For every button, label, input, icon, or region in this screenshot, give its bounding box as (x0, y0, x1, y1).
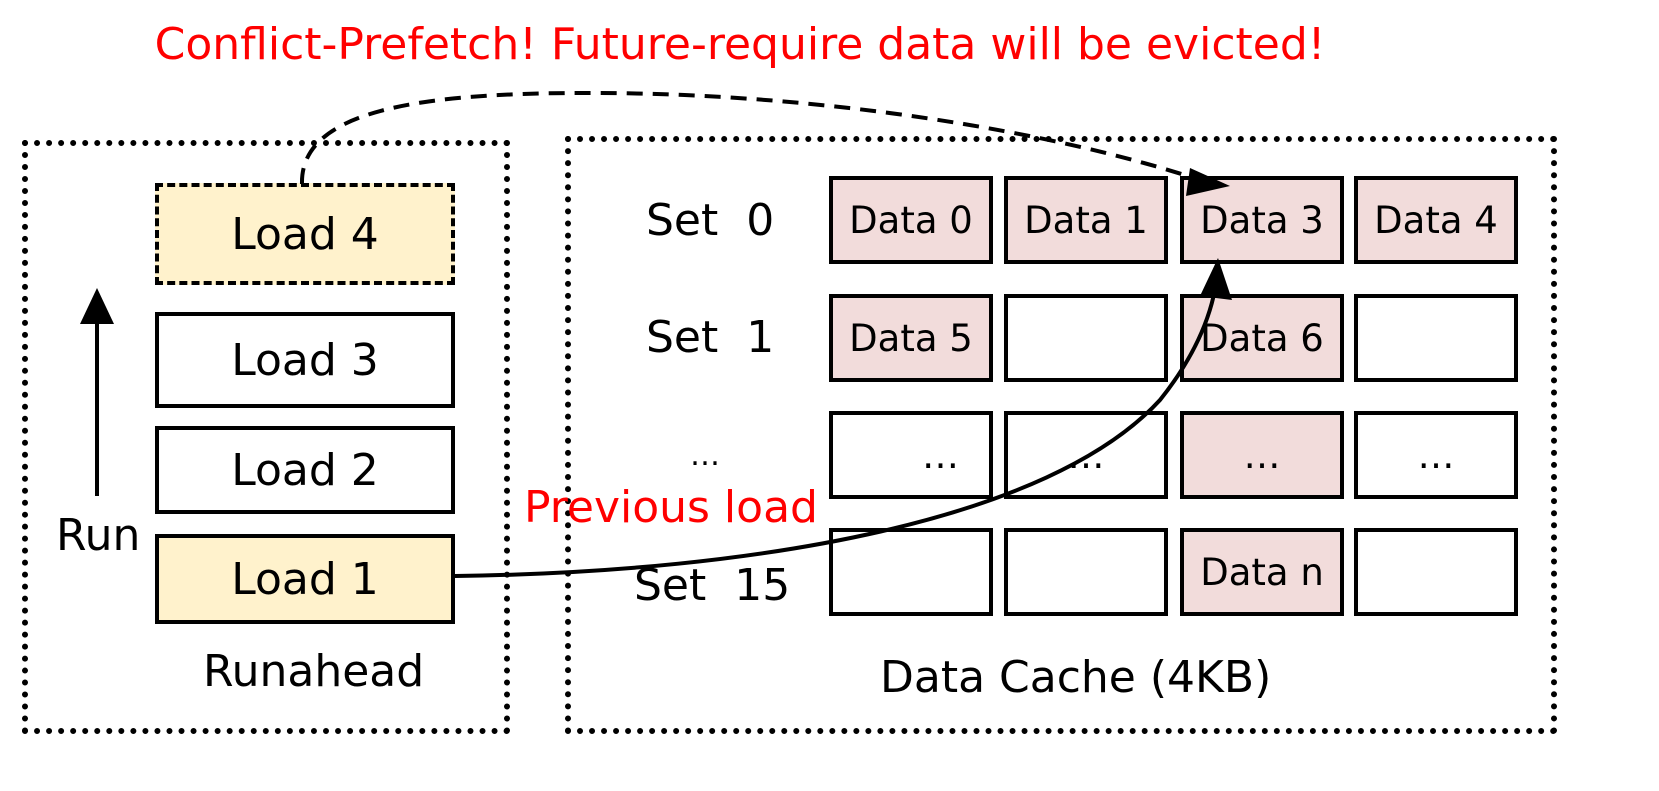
cache-cell-text: Data 4 (1374, 198, 1498, 242)
runahead-region (22, 140, 510, 734)
cache-cell-text: Data 5 (849, 316, 973, 360)
load-1-box: Load 1 (155, 534, 455, 624)
cache-cell-set1-way0: Data 5 (829, 294, 993, 382)
cache-cell-set15-way0 (829, 528, 993, 616)
cache-cell-text: Data 1 (1024, 198, 1148, 242)
load-1-label: Load 1 (231, 553, 379, 605)
cache-cell-set15-way2: Data n (1180, 528, 1344, 616)
load-3-box: Load 3 (155, 312, 455, 408)
cache-cell-text: … (922, 433, 959, 477)
cache-cell-set15-way1 (1004, 528, 1168, 616)
load-2-box: Load 2 (155, 426, 455, 514)
data-cache-region (565, 136, 1557, 734)
load-4-label: Load 4 (231, 208, 379, 260)
conflict-prefetch-arrow-head (1186, 168, 1230, 196)
cache-cell-set2-way2: … (1180, 411, 1344, 499)
cache-cell-set2-way0: … (829, 411, 993, 499)
cache-cell-set2-way3: … (1354, 411, 1518, 499)
runahead-label: Runahead (203, 646, 425, 697)
load-3-label: Load 3 (231, 334, 379, 386)
cache-cell-text: Data n (1200, 550, 1324, 594)
run-label: Run (56, 510, 141, 561)
load-4-box: Load 4 (155, 183, 455, 285)
cache-cell-set0-way0: Data 0 (829, 176, 993, 264)
cache-cell-set0-way1: Data 1 (1004, 176, 1168, 264)
cache-cell-set0-way3: Data 4 (1354, 176, 1518, 264)
cache-cell-set1-way1 (1004, 294, 1168, 382)
cache-cell-set1-way3 (1354, 294, 1518, 382)
cache-cell-text: … (1417, 433, 1455, 477)
cache-cell-set1-way2: Data 6 (1180, 294, 1344, 382)
cache-cell-text: Data 6 (1200, 316, 1324, 360)
cache-cell-text: Data 0 (849, 198, 973, 242)
previous-load-arrow (454, 267, 1220, 578)
run-arrow-head (80, 288, 114, 324)
set-0-label: Set 0 (646, 195, 775, 246)
cache-cell-text: … (1067, 433, 1105, 477)
cache-cell-text: Data 3 (1200, 198, 1324, 242)
conflict-prefetch-arrow (299, 90, 1201, 185)
cache-cell-text: … (1243, 433, 1281, 477)
set-1-label: Set 1 (646, 312, 775, 363)
previous-load-label: Previous load (524, 482, 818, 533)
set-ellipsis-label: … (690, 438, 720, 473)
load-2-label: Load 2 (231, 444, 379, 496)
data-cache-label: Data Cache (4KB) (880, 652, 1272, 703)
diagram-title: Conflict-Prefetch! Future-require data w… (154, 19, 1326, 70)
previous-load-arrow-head (1200, 258, 1232, 300)
cache-cell-set15-way3 (1354, 528, 1518, 616)
